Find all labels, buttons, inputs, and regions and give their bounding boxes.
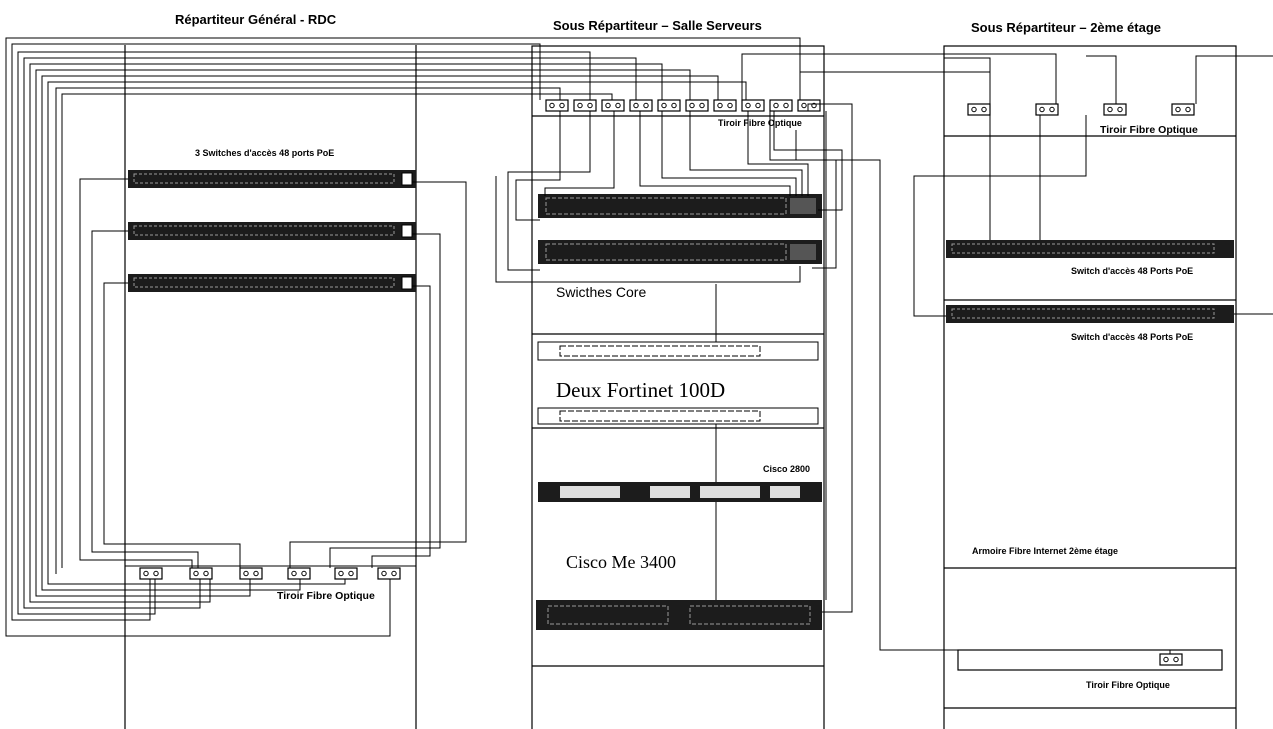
etage2-switch1-label: Switch d'accès 48 Ports PoE (1071, 266, 1194, 276)
rdc-switch-1 (128, 170, 416, 188)
rack-etage2-title: Sous Répartiteur – 2ème étage (971, 20, 1162, 35)
rack-serveurs-frame (531, 45, 825, 729)
rdc-fiber-drawer (125, 565, 416, 580)
rdc-switch-3 (128, 274, 416, 292)
rdc-fiber-label: Tiroir Fibre Optique (277, 590, 375, 602)
rack-etage2-frame (943, 45, 1237, 729)
etage2-switch-1 (946, 240, 1234, 258)
serveurs-fiber-drawer (545, 99, 821, 112)
cisco-me3400 (536, 600, 822, 630)
internet-fiber-label: Tiroir Fibre Optique (1086, 680, 1170, 690)
fortinet-2 (537, 407, 819, 425)
etage2-fiber-label: Tiroir Fibre Optique (1100, 124, 1198, 136)
rack-rdc-frame (124, 45, 417, 729)
rdc-switches-label: 3 Switches d'accès 48 ports PoE (195, 148, 335, 158)
internet-fiber-port (1159, 653, 1183, 666)
fortinet-label: Deux Fortinet 100D (556, 378, 726, 402)
core-switches-label: Swicthes Core (556, 284, 647, 300)
rack-rdc-title: Répartiteur Général - RDC (175, 12, 337, 27)
core-switch-1 (538, 194, 822, 218)
fiber-cables (5, 37, 1273, 654)
fortinet-1 (537, 341, 819, 361)
serveurs-fiber-label: Tiroir Fibre Optique (718, 118, 802, 128)
etage2-switch2-label: Switch d'accès 48 Ports PoE (1071, 332, 1194, 342)
etage2-fiber-drawer (967, 103, 1195, 116)
internet-cabinet-label: Armoire Fibre Internet 2ème étage (972, 546, 1119, 556)
cisco2800-label: Cisco 2800 (763, 464, 811, 474)
rdc-switch-2 (128, 222, 416, 240)
cisco-2800 (538, 482, 822, 502)
me3400-label: Cisco Me 3400 (566, 552, 676, 572)
core-switch-2 (538, 240, 822, 264)
rack-serveurs-title: Sous Répartiteur – Salle Serveurs (553, 18, 762, 33)
etage2-switch-2 (946, 305, 1234, 323)
